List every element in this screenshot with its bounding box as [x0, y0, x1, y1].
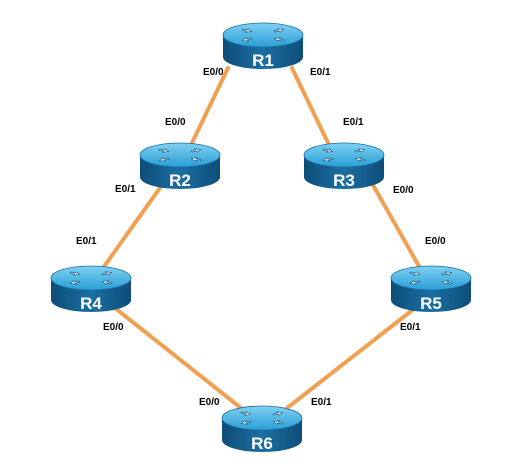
- router-r2[interactable]: R2: [139, 142, 221, 190]
- router-r4-label: R4: [80, 294, 102, 313]
- iface-label-r1-r2-b: E0/0: [165, 117, 186, 128]
- router-icon: [390, 265, 472, 312]
- router-r1[interactable]: R1: [222, 22, 304, 70]
- router-arrows-icon: [241, 28, 285, 42]
- link-r1-r3: [290, 66, 332, 149]
- router-r1-label: R1: [252, 51, 274, 70]
- iface-label-r4-r6-b: E0/0: [199, 397, 220, 408]
- routers-layer: R1 R2 R3 R4 R5 R6: [50, 22, 472, 453]
- router-r5[interactable]: R5: [390, 265, 472, 313]
- iface-label-r2-r4-a: E0/1: [115, 184, 136, 195]
- link-r2-r4: [101, 183, 164, 270]
- link-r3-r5: [371, 183, 422, 270]
- iface-label-r1-r3-a: E0/1: [310, 67, 331, 78]
- iface-label-r5-r6-a: E0/1: [400, 322, 421, 333]
- links-layer: [101, 66, 422, 414]
- link-r5-r6: [280, 306, 417, 414]
- router-icon: [139, 142, 221, 189]
- router-arrows-icon: [158, 148, 202, 162]
- iface-label-r5-r6-b: E0/1: [311, 397, 332, 408]
- router-arrows-icon: [322, 148, 366, 162]
- router-r2-label: R2: [169, 171, 191, 190]
- router-arrows-icon: [409, 271, 453, 285]
- router-r6-label: R6: [251, 434, 273, 453]
- router-arrows-icon: [69, 271, 113, 285]
- iface-label-r3-r5-a: E0/0: [393, 185, 414, 196]
- router-icon: [303, 142, 385, 189]
- iface-label-r3-r5-b: E0/0: [425, 236, 446, 247]
- router-r4[interactable]: R4: [50, 265, 132, 313]
- iface-label-r1-r2-a: E0/0: [203, 67, 224, 78]
- router-arrows-icon: [240, 411, 284, 425]
- router-icon: [222, 22, 304, 69]
- router-r6[interactable]: R6: [221, 405, 303, 453]
- interface-labels: E0/0 E0/0 E0/1 E0/1 E0/1 E0/1 E0/0 E0/0 …: [76, 67, 446, 408]
- link-r1-r2: [188, 66, 230, 149]
- router-r3[interactable]: R3: [303, 142, 385, 190]
- router-r3-label: R3: [333, 171, 355, 190]
- router-icon: [221, 405, 303, 452]
- iface-label-r4-r6-a: E0/0: [103, 322, 124, 333]
- link-r4-r6: [113, 306, 248, 414]
- iface-label-r2-r4-b: E0/1: [76, 236, 97, 247]
- router-r5-label: R5: [420, 294, 442, 313]
- iface-label-r1-r3-b: E0/1: [343, 117, 364, 128]
- router-icon: [50, 265, 132, 312]
